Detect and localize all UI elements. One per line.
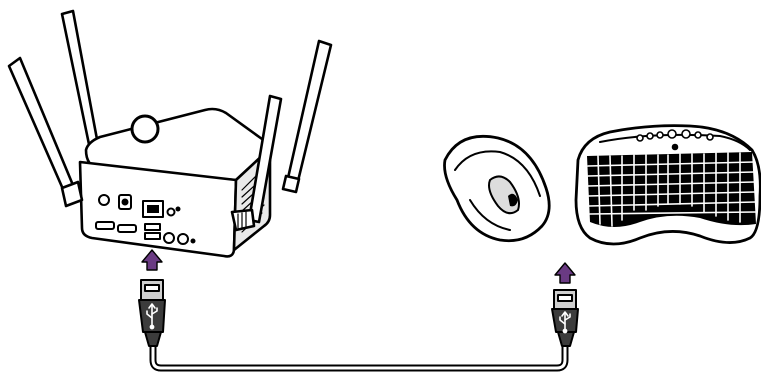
router-usb-port <box>145 224 160 230</box>
usb-cable <box>153 344 565 368</box>
router-device <box>9 11 331 256</box>
insert-arrow-peripheral <box>555 263 575 283</box>
insert-arrow-router <box>142 250 162 270</box>
usb-plug-router-end <box>139 280 165 346</box>
usb-plug-peripheral-end <box>552 290 578 346</box>
antenna-front-left <box>9 58 82 206</box>
ergonomic-keyboard <box>576 126 760 244</box>
wireless-mouse <box>445 136 550 240</box>
power-button-top <box>132 116 158 142</box>
antenna-back-right <box>283 41 331 192</box>
router-body <box>80 109 270 256</box>
key-matrix <box>587 152 756 227</box>
